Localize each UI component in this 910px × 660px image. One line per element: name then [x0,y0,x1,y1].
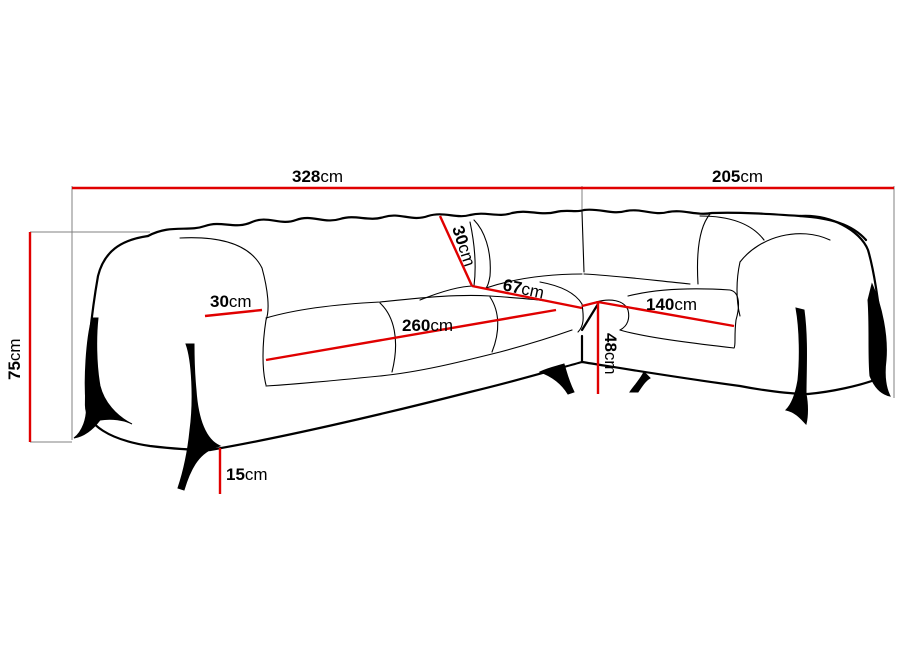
side-seat-line [597,300,735,328]
guide-lines [30,186,895,443]
back-depth-line [438,215,474,287]
arm-width-label: 30cm [210,292,252,311]
seat-length-label: 260cm [402,316,453,335]
corner-seat-label: 67cm [501,275,546,302]
corner-leg [629,371,651,393]
side-width-label: 205cm [712,167,763,186]
dimension-lines [28,186,894,494]
corner-seat-line [471,284,583,310]
back-right-leg [867,282,891,397]
front-right-leg [784,307,808,425]
leg-height-label: 15cm [226,465,268,484]
back-depth-label: 30cm [448,223,479,268]
height-label: 75cm [5,338,24,380]
seat-height-label: 48cm [601,333,620,375]
sofa-outline [84,208,886,452]
arm-width-line [204,308,263,318]
corner-join-line [581,300,599,308]
sofa-legs [73,282,891,491]
total-width-label: 328cm [292,167,343,186]
side-seat-label: 140cm [646,295,697,314]
back-left-leg [73,317,133,439]
middle-leg [538,363,575,395]
dimension-labels: 328cm 205cm 75cm 30cm 260cm 30cm 67cm 14… [5,167,763,484]
seat-length-line [265,308,557,362]
front-left-leg [177,343,222,491]
